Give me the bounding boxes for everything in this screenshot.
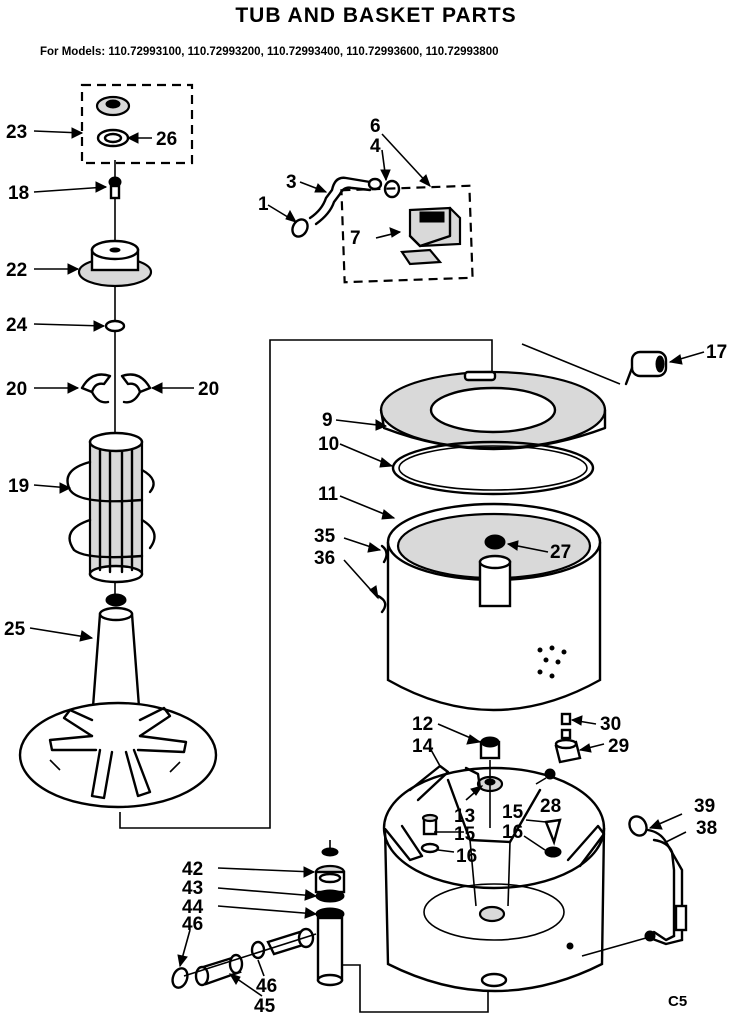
models-line: For Models: 110.72993100, 110.72993200, …: [40, 46, 499, 58]
callout-46-left: 46: [182, 914, 203, 935]
callout-1: 1: [258, 194, 269, 215]
callout-7: 7: [350, 228, 361, 249]
tub-basket-assembly: [119, 339, 688, 1013]
callout-25: 25: [4, 619, 26, 640]
callout-labels: 23 26 18 22 24 20 20 19 25 6 4 3 1 7 17 …: [4, 116, 727, 1017]
callout-3: 3: [286, 172, 297, 193]
callout-10: 10: [318, 434, 339, 455]
callout-14: 14: [412, 736, 434, 757]
diagram-title: TUB AND BASKET PARTS: [235, 4, 516, 27]
callout-43: 43: [182, 878, 203, 899]
callout-35: 35: [314, 526, 336, 547]
callout-39: 39: [694, 796, 715, 817]
callout-22: 22: [6, 260, 27, 281]
callout-30: 30: [600, 714, 621, 735]
callout-16-right: 16: [502, 822, 523, 843]
callout-18: 18: [8, 183, 29, 204]
callout-15-left: 15: [454, 824, 476, 845]
callout-45: 45: [254, 996, 276, 1017]
callout-13: 13: [454, 806, 475, 827]
callout-16-left: 16: [456, 846, 477, 867]
callout-36: 36: [314, 548, 335, 569]
leader-lines: [29, 127, 705, 997]
hose-kit: [291, 176, 474, 284]
callout-4: 4: [370, 136, 381, 157]
corner-code: C5: [668, 993, 687, 1010]
callout-28: 28: [540, 796, 561, 817]
callout-38: 38: [696, 818, 717, 839]
callout-11: 11: [318, 484, 339, 505]
callout-17: 17: [706, 342, 727, 363]
callout-20-right: 20: [198, 379, 219, 400]
callout-46-right: 46: [256, 976, 277, 997]
callout-42: 42: [182, 859, 203, 880]
callout-20-left: 20: [6, 379, 27, 400]
callout-15-right: 15: [502, 802, 524, 823]
callout-9: 9: [322, 410, 333, 431]
callout-26: 26: [156, 129, 177, 150]
pump-parts: [171, 840, 346, 989]
callout-23: 23: [6, 122, 27, 143]
callout-12: 12: [412, 714, 433, 735]
callout-29: 29: [608, 736, 629, 757]
callout-6: 6: [370, 116, 381, 137]
agitator-assembly: [18, 83, 218, 809]
callout-24: 24: [6, 315, 28, 336]
callout-27: 27: [550, 542, 571, 563]
callout-19: 19: [8, 476, 29, 497]
callout-44: 44: [182, 897, 204, 918]
